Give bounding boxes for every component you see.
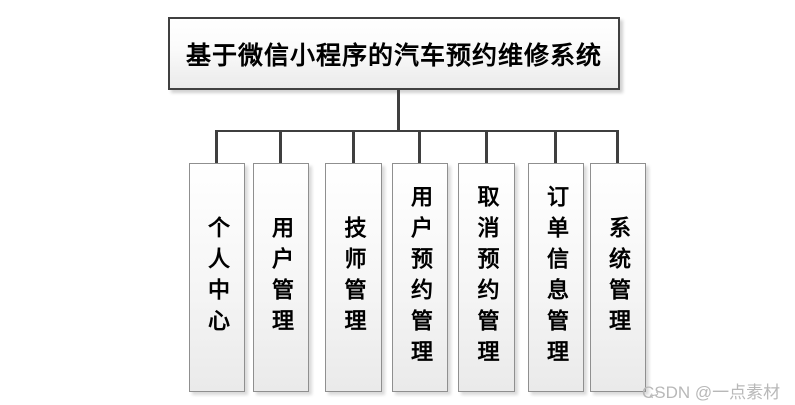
module-label: 订单信息管理 bbox=[544, 184, 569, 371]
connector-horizontal-line bbox=[215, 130, 619, 132]
connector-stub-technician-management bbox=[352, 130, 355, 163]
connector-stub-system-management bbox=[616, 130, 619, 163]
csdn-watermark-text: CSDN @一点素材 bbox=[642, 383, 781, 402]
root-node-system-title: 基于微信小程序的汽车预约维修系统 bbox=[168, 17, 620, 90]
module-node-system-management: 系统管理 bbox=[590, 163, 646, 392]
module-label: 用户管理 bbox=[269, 215, 294, 340]
module-label: 取消预约管理 bbox=[474, 184, 500, 371]
module-node-personal-center: 个人中心 bbox=[189, 163, 245, 392]
module-label: 个人中心 bbox=[205, 215, 230, 340]
module-node-order-info-management: 订单信息管理 bbox=[528, 163, 584, 392]
module-label: 用户预约管理 bbox=[408, 184, 433, 371]
module-node-user-management: 用户管理 bbox=[253, 163, 309, 392]
module-node-cancel-booking-management: 取消预约管理 bbox=[458, 163, 515, 392]
connector-stub-personal-center bbox=[215, 130, 218, 163]
connector-trunk-line bbox=[397, 90, 400, 132]
root-node-label: 基于微信小程序的汽车预约维修系统 bbox=[185, 41, 602, 70]
module-node-technician-management: 技师管理 bbox=[325, 163, 382, 392]
connector-stub-user-management bbox=[279, 130, 282, 163]
connector-stub-cancel-booking-management bbox=[485, 130, 488, 163]
module-label: 系统管理 bbox=[606, 215, 631, 340]
module-node-user-booking-management: 用户预约管理 bbox=[392, 163, 448, 392]
module-label: 技师管理 bbox=[341, 215, 367, 340]
connector-stub-user-booking-management bbox=[418, 130, 421, 163]
connector-stub-order-info-management bbox=[554, 130, 557, 163]
